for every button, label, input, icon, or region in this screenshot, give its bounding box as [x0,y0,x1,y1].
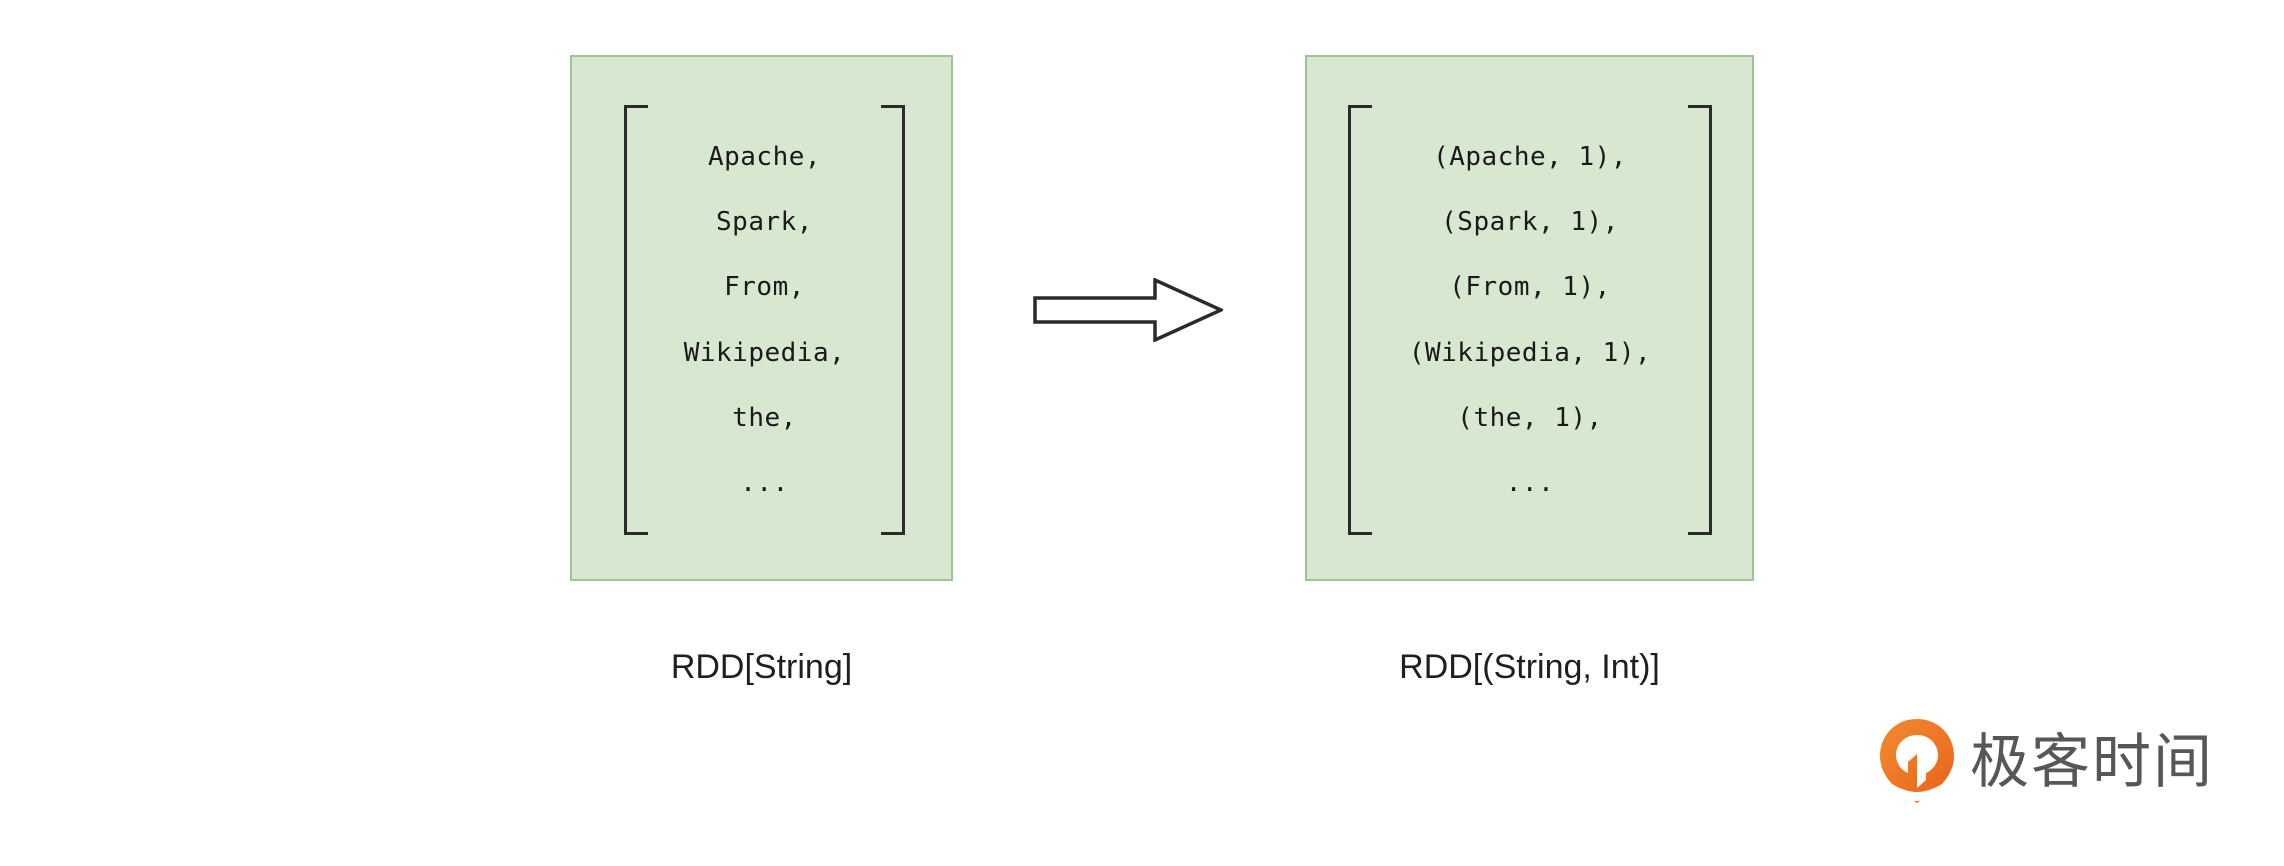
list-item: (the, 1), [1457,402,1603,433]
right-box-close-bracket [1688,105,1712,535]
rdd-result-caption: RDD[(String, Int)] [1399,648,1660,686]
list-item: (Apache, 1), [1433,142,1627,173]
rdd-source-caption: RDD[String] [670,648,853,686]
brand-watermark: 极客时间 [1878,718,2214,804]
list-item: the, [732,402,797,433]
geektime-pin-icon [1880,719,1954,803]
rdd-result-element-list: (Apache, 1), (Spark, 1), (From, 1), (Wik… [1348,105,1712,535]
list-item: Apache, [707,142,822,173]
right-box-open-bracket [1348,105,1372,535]
list-item: (Spark, 1), [1441,207,1619,238]
rdd-source-box [570,55,953,581]
list-item: ... [740,467,789,498]
rdd-result-box [1305,55,1754,581]
right-arrow-icon [1033,278,1223,342]
rdd-source-element-list: Apache, Spark, From, Wikipedia, the, ... [624,105,905,535]
list-item: ... [1505,467,1555,498]
list-item: From, [724,272,805,303]
left-box-close-bracket [881,105,905,535]
left-box-open-bracket [624,105,648,535]
brand-wordmark: 极客时间 [1970,726,2215,796]
list-item: (Wikipedia, 1), [1408,337,1652,368]
list-item: Spark, [716,207,813,238]
list-item: Wikipedia, [683,337,846,368]
list-item: (From, 1), [1449,272,1611,303]
